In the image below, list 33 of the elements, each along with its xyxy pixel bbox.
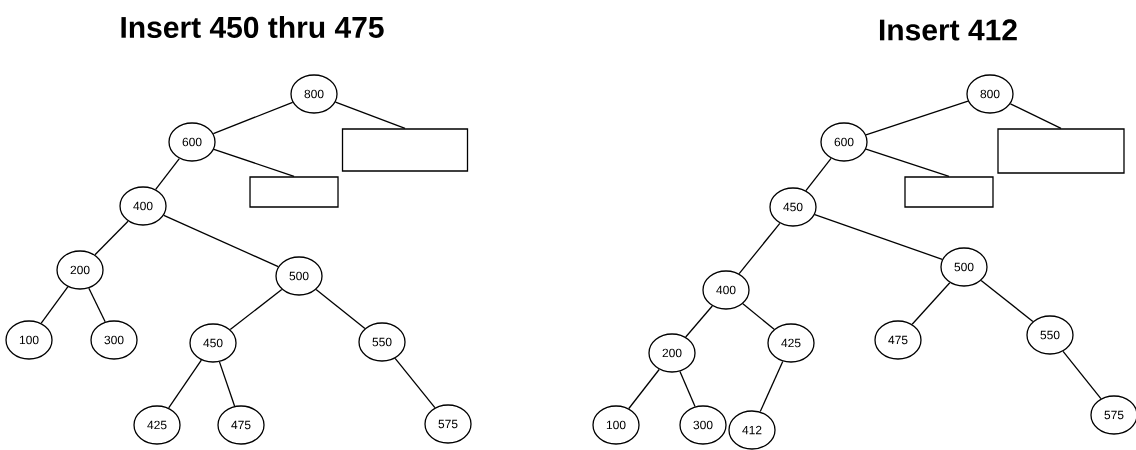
- tree-edge: [155, 157, 180, 191]
- tree-edge: [213, 148, 295, 177]
- tree-edge: [911, 282, 951, 325]
- tree-edge: [738, 222, 781, 275]
- tree-edge: [40, 286, 69, 324]
- tree-edge: [229, 288, 283, 331]
- tree-edge: [218, 361, 236, 407]
- heading: Insert 412: [879, 19, 1017, 41]
- tree-edge: [805, 157, 832, 192]
- tree-edge: [334, 101, 406, 129]
- tree-edge: [980, 279, 1034, 323]
- subtree-box: [249, 176, 339, 208]
- tree-edge: [1062, 350, 1102, 400]
- tree-edge: [315, 288, 366, 330]
- subtree-box: [904, 176, 994, 208]
- subtree-box: [341, 128, 469, 172]
- subtree-box: [997, 128, 1125, 174]
- tree-edge: [685, 305, 713, 338]
- tree-edge: [759, 360, 784, 413]
- tree-edge: [1009, 103, 1062, 129]
- tree-edge: [742, 303, 775, 330]
- tree-edge: [94, 220, 129, 256]
- tree-edge: [168, 359, 202, 409]
- tree-edge: [679, 370, 696, 408]
- tree-edge: [163, 214, 279, 268]
- tree-edge: [865, 100, 969, 136]
- tree-edge: [212, 101, 294, 135]
- tree-edge: [394, 357, 436, 409]
- tree-edge: [628, 368, 660, 410]
- tree-edge: [865, 148, 950, 177]
- heading: Insert 450 thru 475: [121, 16, 384, 38]
- tree-edge: [88, 287, 106, 323]
- tree-edge: [814, 214, 943, 260]
